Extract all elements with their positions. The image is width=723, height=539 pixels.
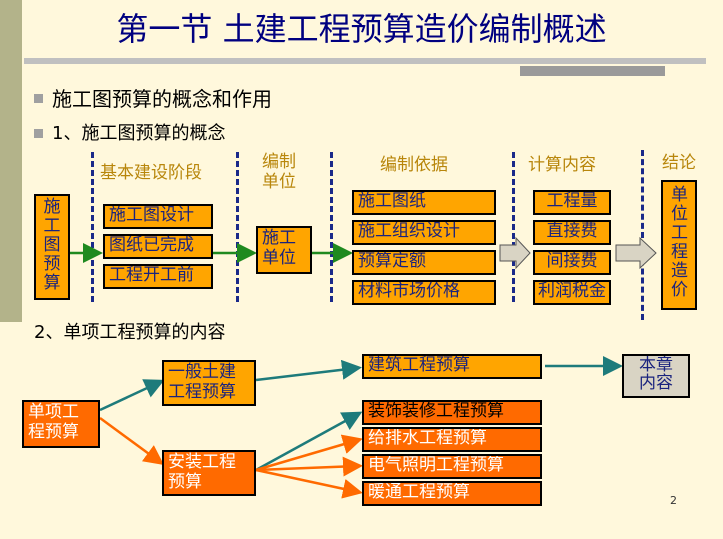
bullet-single-project: 2、单项工程预算的内容: [34, 322, 226, 343]
bullet-square-icon: [34, 129, 43, 138]
slide-title: 第一节 土建工程预算造价编制概述: [116, 10, 607, 48]
header-basis: 编制依据: [380, 155, 448, 175]
arrow-teal: [255, 359, 362, 382]
arrow-orange: [255, 456, 363, 477]
page-number: 2: [670, 494, 677, 507]
bullet-concept: 1、施工图预算的概念: [52, 123, 226, 144]
box-installation: 安装工程 预算: [162, 450, 256, 496]
box-basis-organization: 施工组织设计: [352, 220, 496, 245]
arrow-orange: [99, 416, 165, 465]
box-lighting-budget: 电气照明工程预算: [362, 454, 542, 479]
box-basis-drawings: 施工图纸: [352, 190, 496, 215]
header-result: 结论: [662, 153, 696, 173]
arrow-teal: [255, 411, 363, 472]
arrow-orange: [255, 468, 363, 499]
separator-line: [91, 152, 94, 302]
box-stage-design: 施工图设计: [103, 204, 213, 229]
box-plumbing-budget: 给排水工程预算: [362, 427, 542, 452]
box-calc-quantity: 工程量: [533, 190, 611, 215]
box-calc-indirect-cost: 间接费: [533, 250, 611, 275]
box-construction-budget: 施工图预算: [34, 194, 70, 300]
box-basis-quota: 预算定额: [352, 250, 496, 275]
box-calc-profit-tax: 利润税金: [533, 280, 611, 305]
arrow-orange: [255, 434, 363, 472]
box-decoration-budget: 装饰装修工程预算: [362, 400, 542, 425]
block-arrow-result: [615, 236, 657, 270]
box-stage-before-start: 工程开工前: [103, 264, 213, 289]
title-underline: [24, 58, 706, 64]
box-chapter-content: 本章 内容: [622, 354, 690, 398]
separator-line: [330, 152, 333, 302]
box-basis-material-price: 材料市场价格: [352, 280, 496, 305]
box-general-civil: 一般土建 工程预算: [162, 360, 256, 406]
header-unit: 编制 单位: [262, 152, 296, 192]
header-calc: 计算内容: [528, 155, 596, 175]
box-calc-direct-cost: 直接费: [533, 220, 611, 245]
arrow-teal: [99, 379, 165, 412]
box-construction-unit: 施工 单位: [256, 226, 312, 274]
box-single-project-budget: 单项工 程预算: [22, 400, 100, 448]
box-unit-cost: 单位工程造价: [661, 180, 697, 310]
sidebar-decoration: [0, 0, 22, 322]
separator-line: [236, 152, 239, 302]
box-stage-drawings-done: 图纸已完成: [103, 234, 213, 259]
box-hvac-budget: 暖通工程预算: [362, 481, 542, 506]
box-building-budget: 建筑工程预算: [362, 354, 542, 379]
separator-line: [512, 152, 515, 302]
bullet-concept-role: 施工图预算的概念和作用: [52, 87, 272, 111]
bullet-square-icon: [34, 94, 43, 103]
title-underline-accent: [520, 66, 665, 76]
header-stage: 基本建设阶段: [100, 163, 202, 183]
block-arrow-calc: [499, 236, 531, 270]
separator-line: [641, 150, 644, 320]
